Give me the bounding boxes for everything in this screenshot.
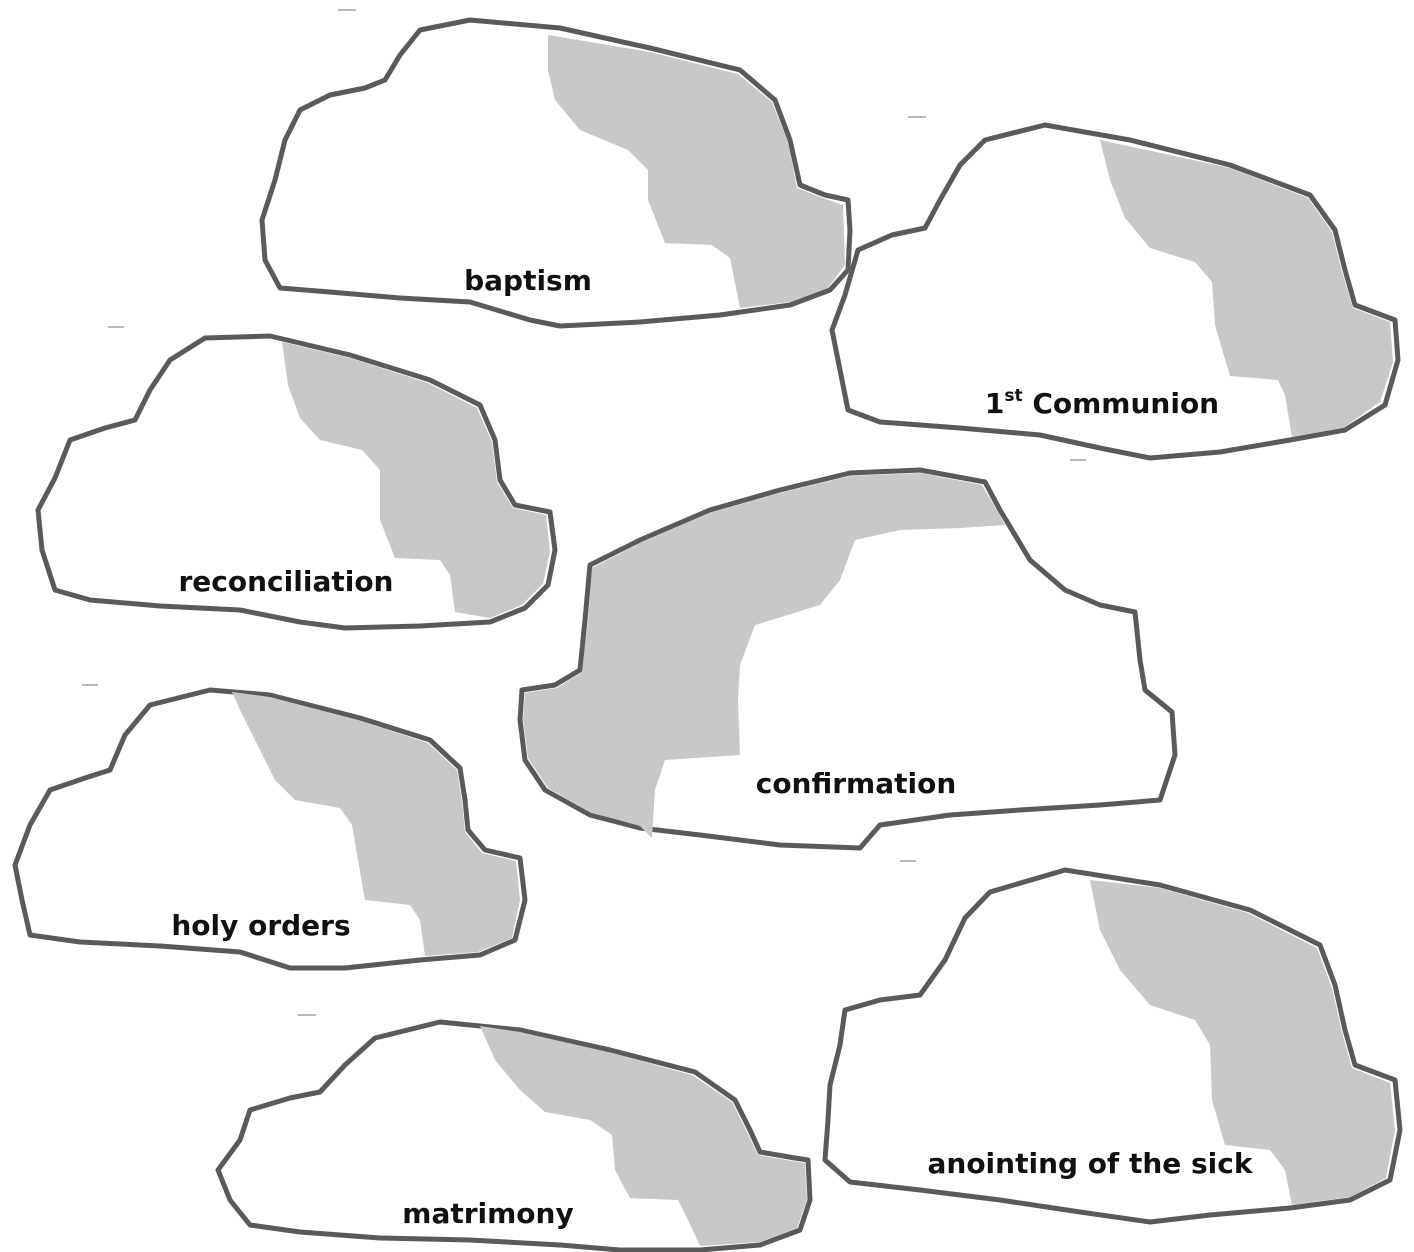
stone-reconciliation: reconciliation — [35, 333, 558, 631]
stone-confirmation: confirmation — [517, 467, 1178, 851]
stone-label-first-communion: 1st Communion — [985, 386, 1219, 420]
stone-matrimony: matrimony — [215, 1019, 813, 1252]
stone-label-holy-orders: holy orders — [171, 909, 350, 942]
stone-label-baptism: baptism — [464, 264, 592, 297]
stone-anointing-of-the-sick: anointing of the sick — [822, 867, 1403, 1225]
stone-holy-orders: holy orders — [12, 687, 528, 971]
stone-label-anointing-of-the-sick: anointing of the sick — [927, 1147, 1253, 1180]
stone-baptism: baptism — [259, 17, 853, 329]
stone-label-confirmation: confirmation — [756, 767, 957, 800]
stone-label-reconciliation: reconciliation — [178, 565, 393, 598]
stone-first-communion: 1st Communion — [829, 122, 1401, 461]
stone-label-matrimony: matrimony — [402, 1197, 573, 1230]
